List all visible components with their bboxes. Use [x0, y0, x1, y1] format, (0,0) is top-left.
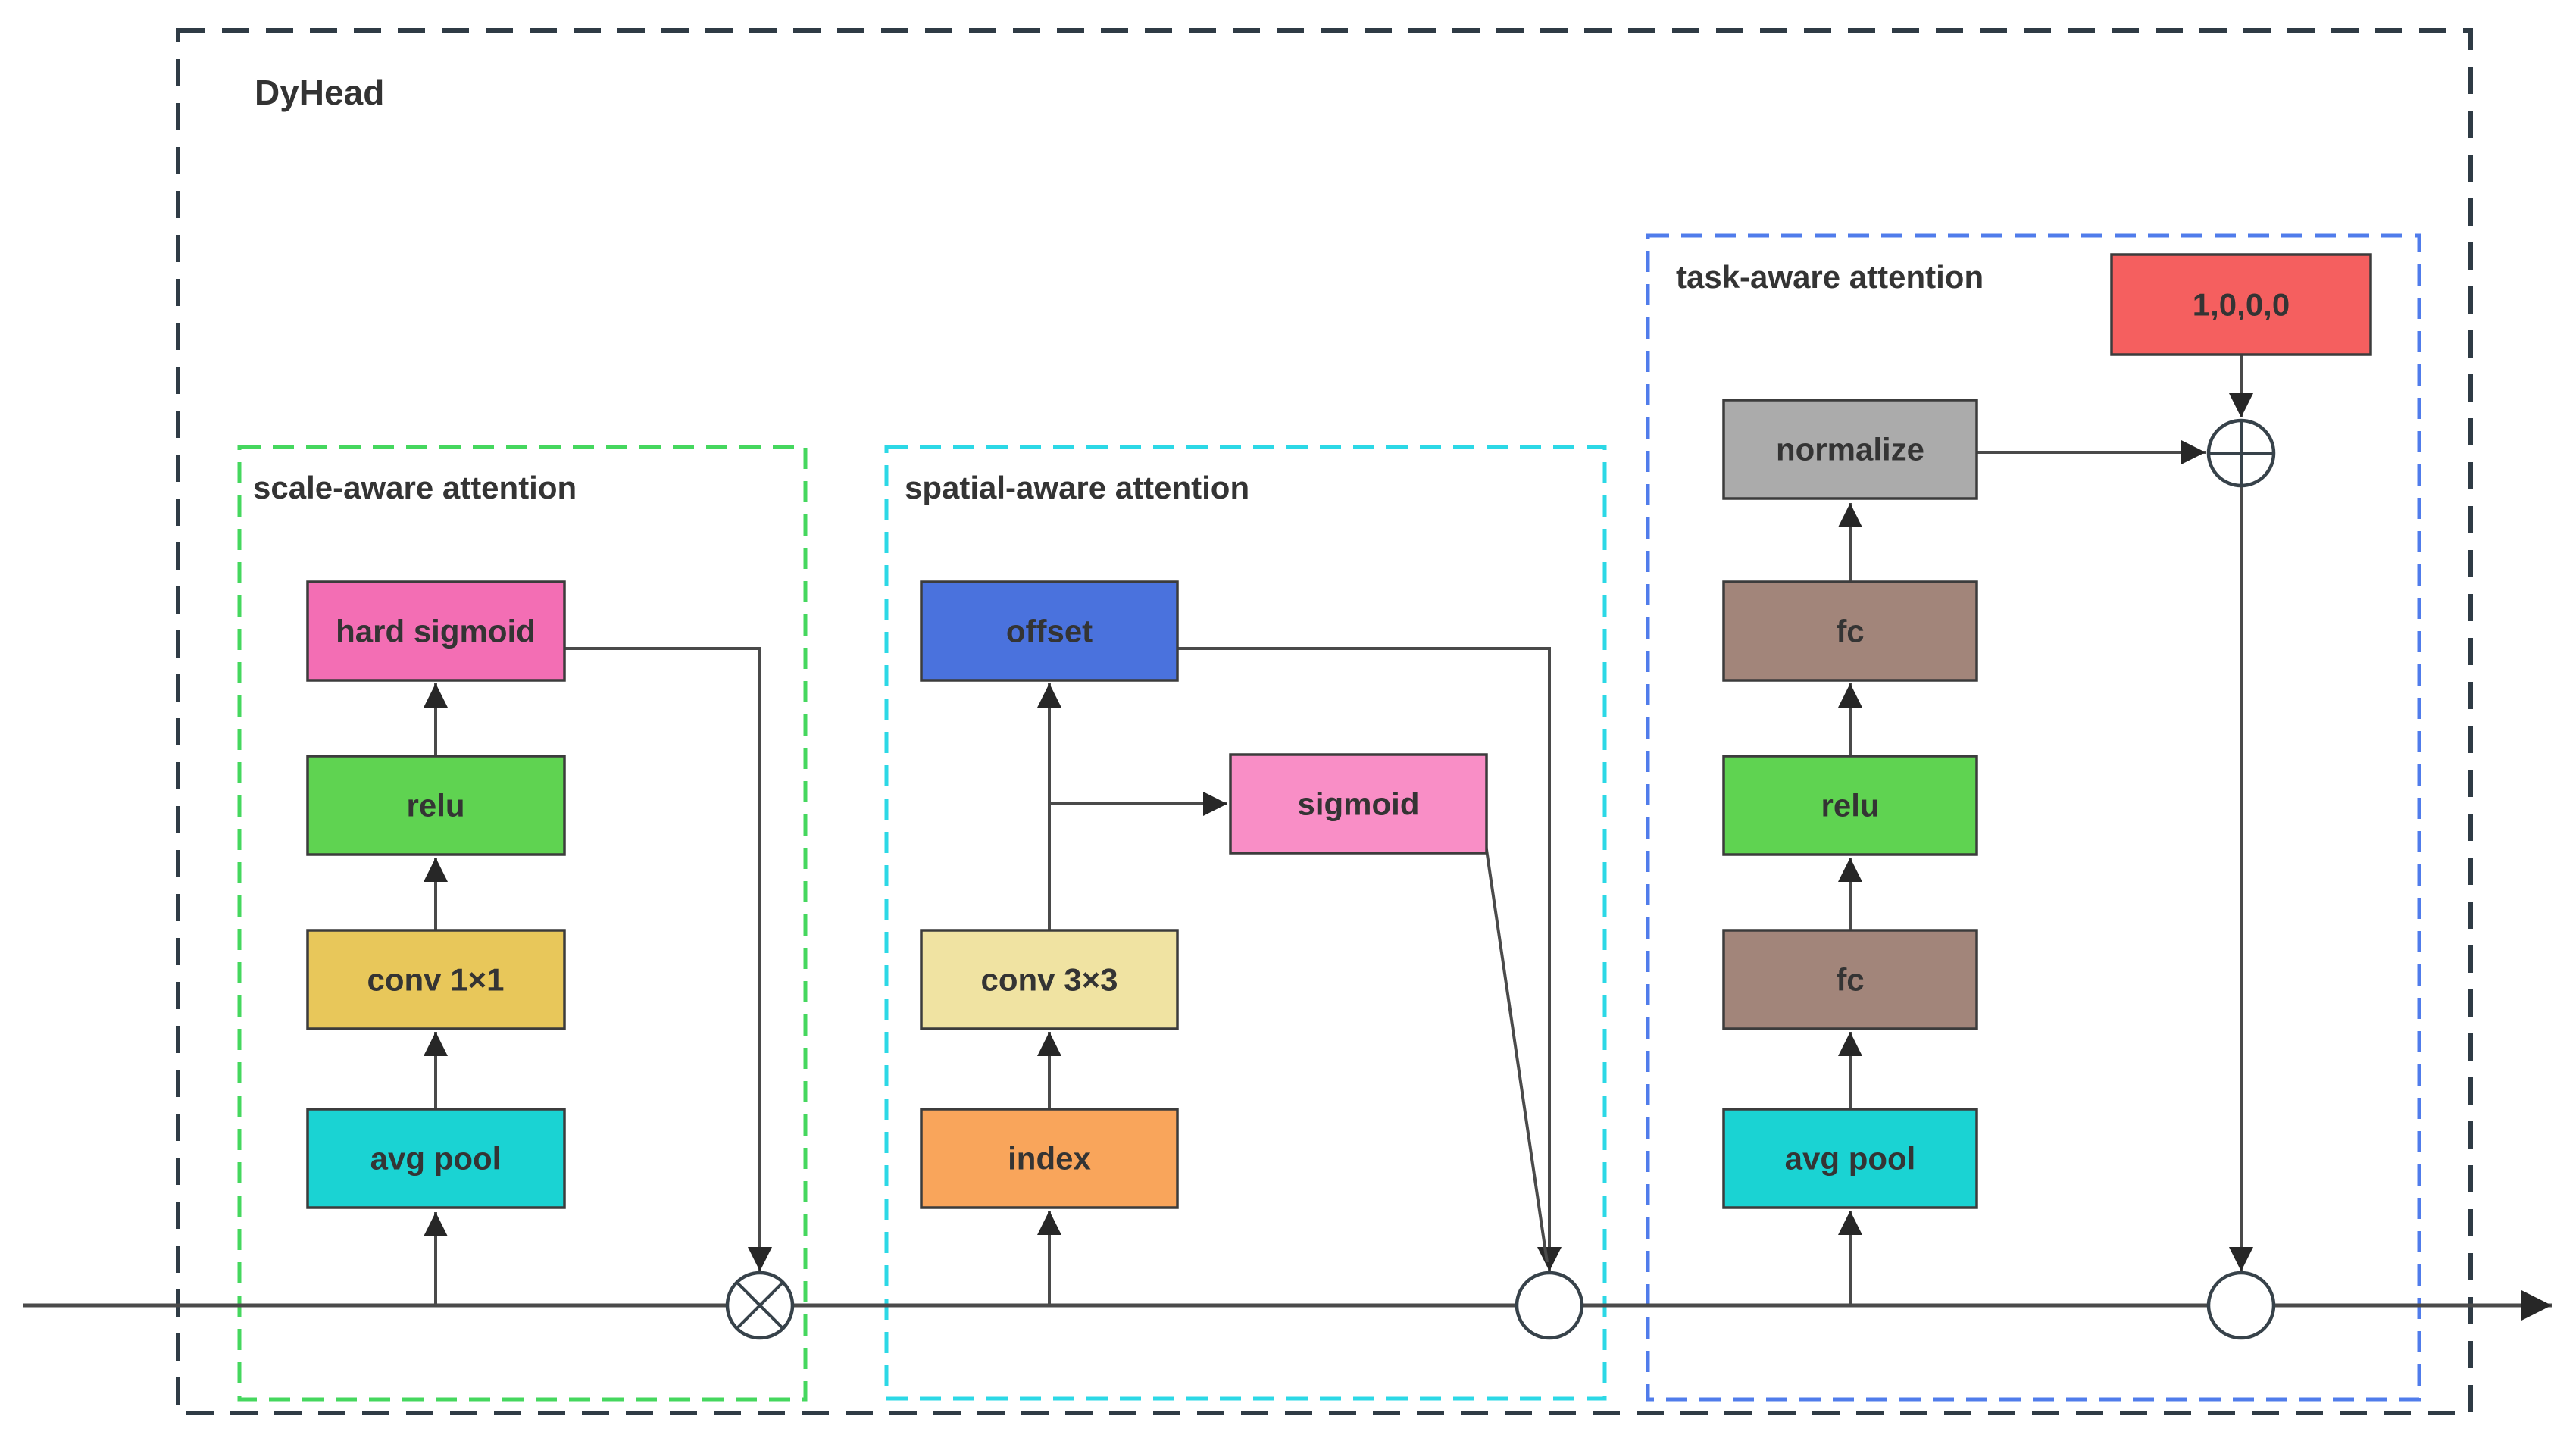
normalize-box	[1722, 399, 1978, 500]
task-aware-label: task-aware attention	[1676, 259, 1984, 295]
dyhead-container-box	[176, 28, 2473, 1415]
add-icon	[2206, 418, 2276, 488]
hardsigmoid-to-multiply-arrow	[564, 647, 772, 1271]
offset-label: offset	[1006, 614, 1093, 649]
scale-aware-box	[237, 445, 808, 1402]
conv3x3-box	[920, 929, 1179, 1030]
conv3x3-label: conv 3×3	[981, 962, 1118, 998]
node-index: index	[920, 1108, 1179, 1209]
scale-avg-pool-box	[306, 1108, 566, 1209]
multiply-icon	[725, 1271, 795, 1340]
spatial-aware-label: spatial-aware attention	[905, 470, 1249, 505]
normalize-label: normalize	[1776, 432, 1924, 467]
node-offset: offset	[920, 580, 1179, 682]
node-sigmoid: sigmoid	[1229, 753, 1488, 855]
index-label: index	[1008, 1141, 1091, 1177]
task-fc-lower-box	[1722, 929, 1978, 1030]
scale-relu-label: relu	[406, 788, 464, 824]
node-task-fc-upper: fc	[1722, 580, 1978, 682]
node-normalize: normalize	[1722, 399, 1978, 500]
task-fc-upper-label: fc	[1836, 614, 1864, 649]
conv1x1-box	[306, 929, 566, 1030]
node-task-avg-pool: avg pool	[1722, 1108, 1978, 1209]
task-merge-node	[2206, 1271, 2276, 1340]
task-avg-pool-label: avg pool	[1785, 1141, 1916, 1177]
conv1x1-label: conv 1×1	[367, 962, 505, 998]
task-avg-pool-box	[1722, 1108, 1978, 1209]
spatial-merge-node	[1515, 1271, 1584, 1340]
task-aware-box	[1646, 233, 2421, 1402]
node-one-hot: 1,0,0,0	[2110, 253, 2372, 356]
index-box	[920, 1108, 1179, 1209]
one-hot-label: 1,0,0,0	[2193, 287, 2290, 323]
scale-aware-label: scale-aware attention	[253, 470, 577, 505]
node-scale-hard-sigmoid: hard sigmoid	[306, 580, 566, 682]
hard-sigmoid-box	[306, 580, 566, 682]
node-conv3x3: conv 3×3	[920, 929, 1179, 1030]
node-scale-conv1x1: conv 1×1	[306, 929, 566, 1030]
sigmoid-label: sigmoid	[1297, 786, 1419, 822]
node-task-relu: relu	[1722, 755, 1978, 856]
scale-avg-pool-label: avg pool	[370, 1141, 502, 1177]
sigmoid-to-merge-line	[1483, 839, 1549, 1263]
task-relu-box	[1722, 755, 1978, 856]
task-fc-upper-box	[1722, 580, 1978, 682]
hard-sigmoid-label: hard sigmoid	[336, 614, 536, 649]
node-scale-relu: relu	[306, 755, 566, 856]
task-relu-label: relu	[1821, 788, 1879, 824]
node-task-fc-lower: fc	[1722, 929, 1978, 1030]
one-hot-box	[2110, 253, 2372, 356]
node-scale-avg-pool: avg pool	[306, 1108, 566, 1209]
sigmoid-box	[1229, 753, 1488, 855]
scale-relu-box	[306, 755, 566, 856]
diagram-title: DyHead	[255, 73, 384, 112]
offset-to-merge-arrow	[1177, 647, 1562, 1271]
task-fc-lower-label: fc	[1836, 962, 1864, 998]
offset-box	[920, 580, 1179, 682]
